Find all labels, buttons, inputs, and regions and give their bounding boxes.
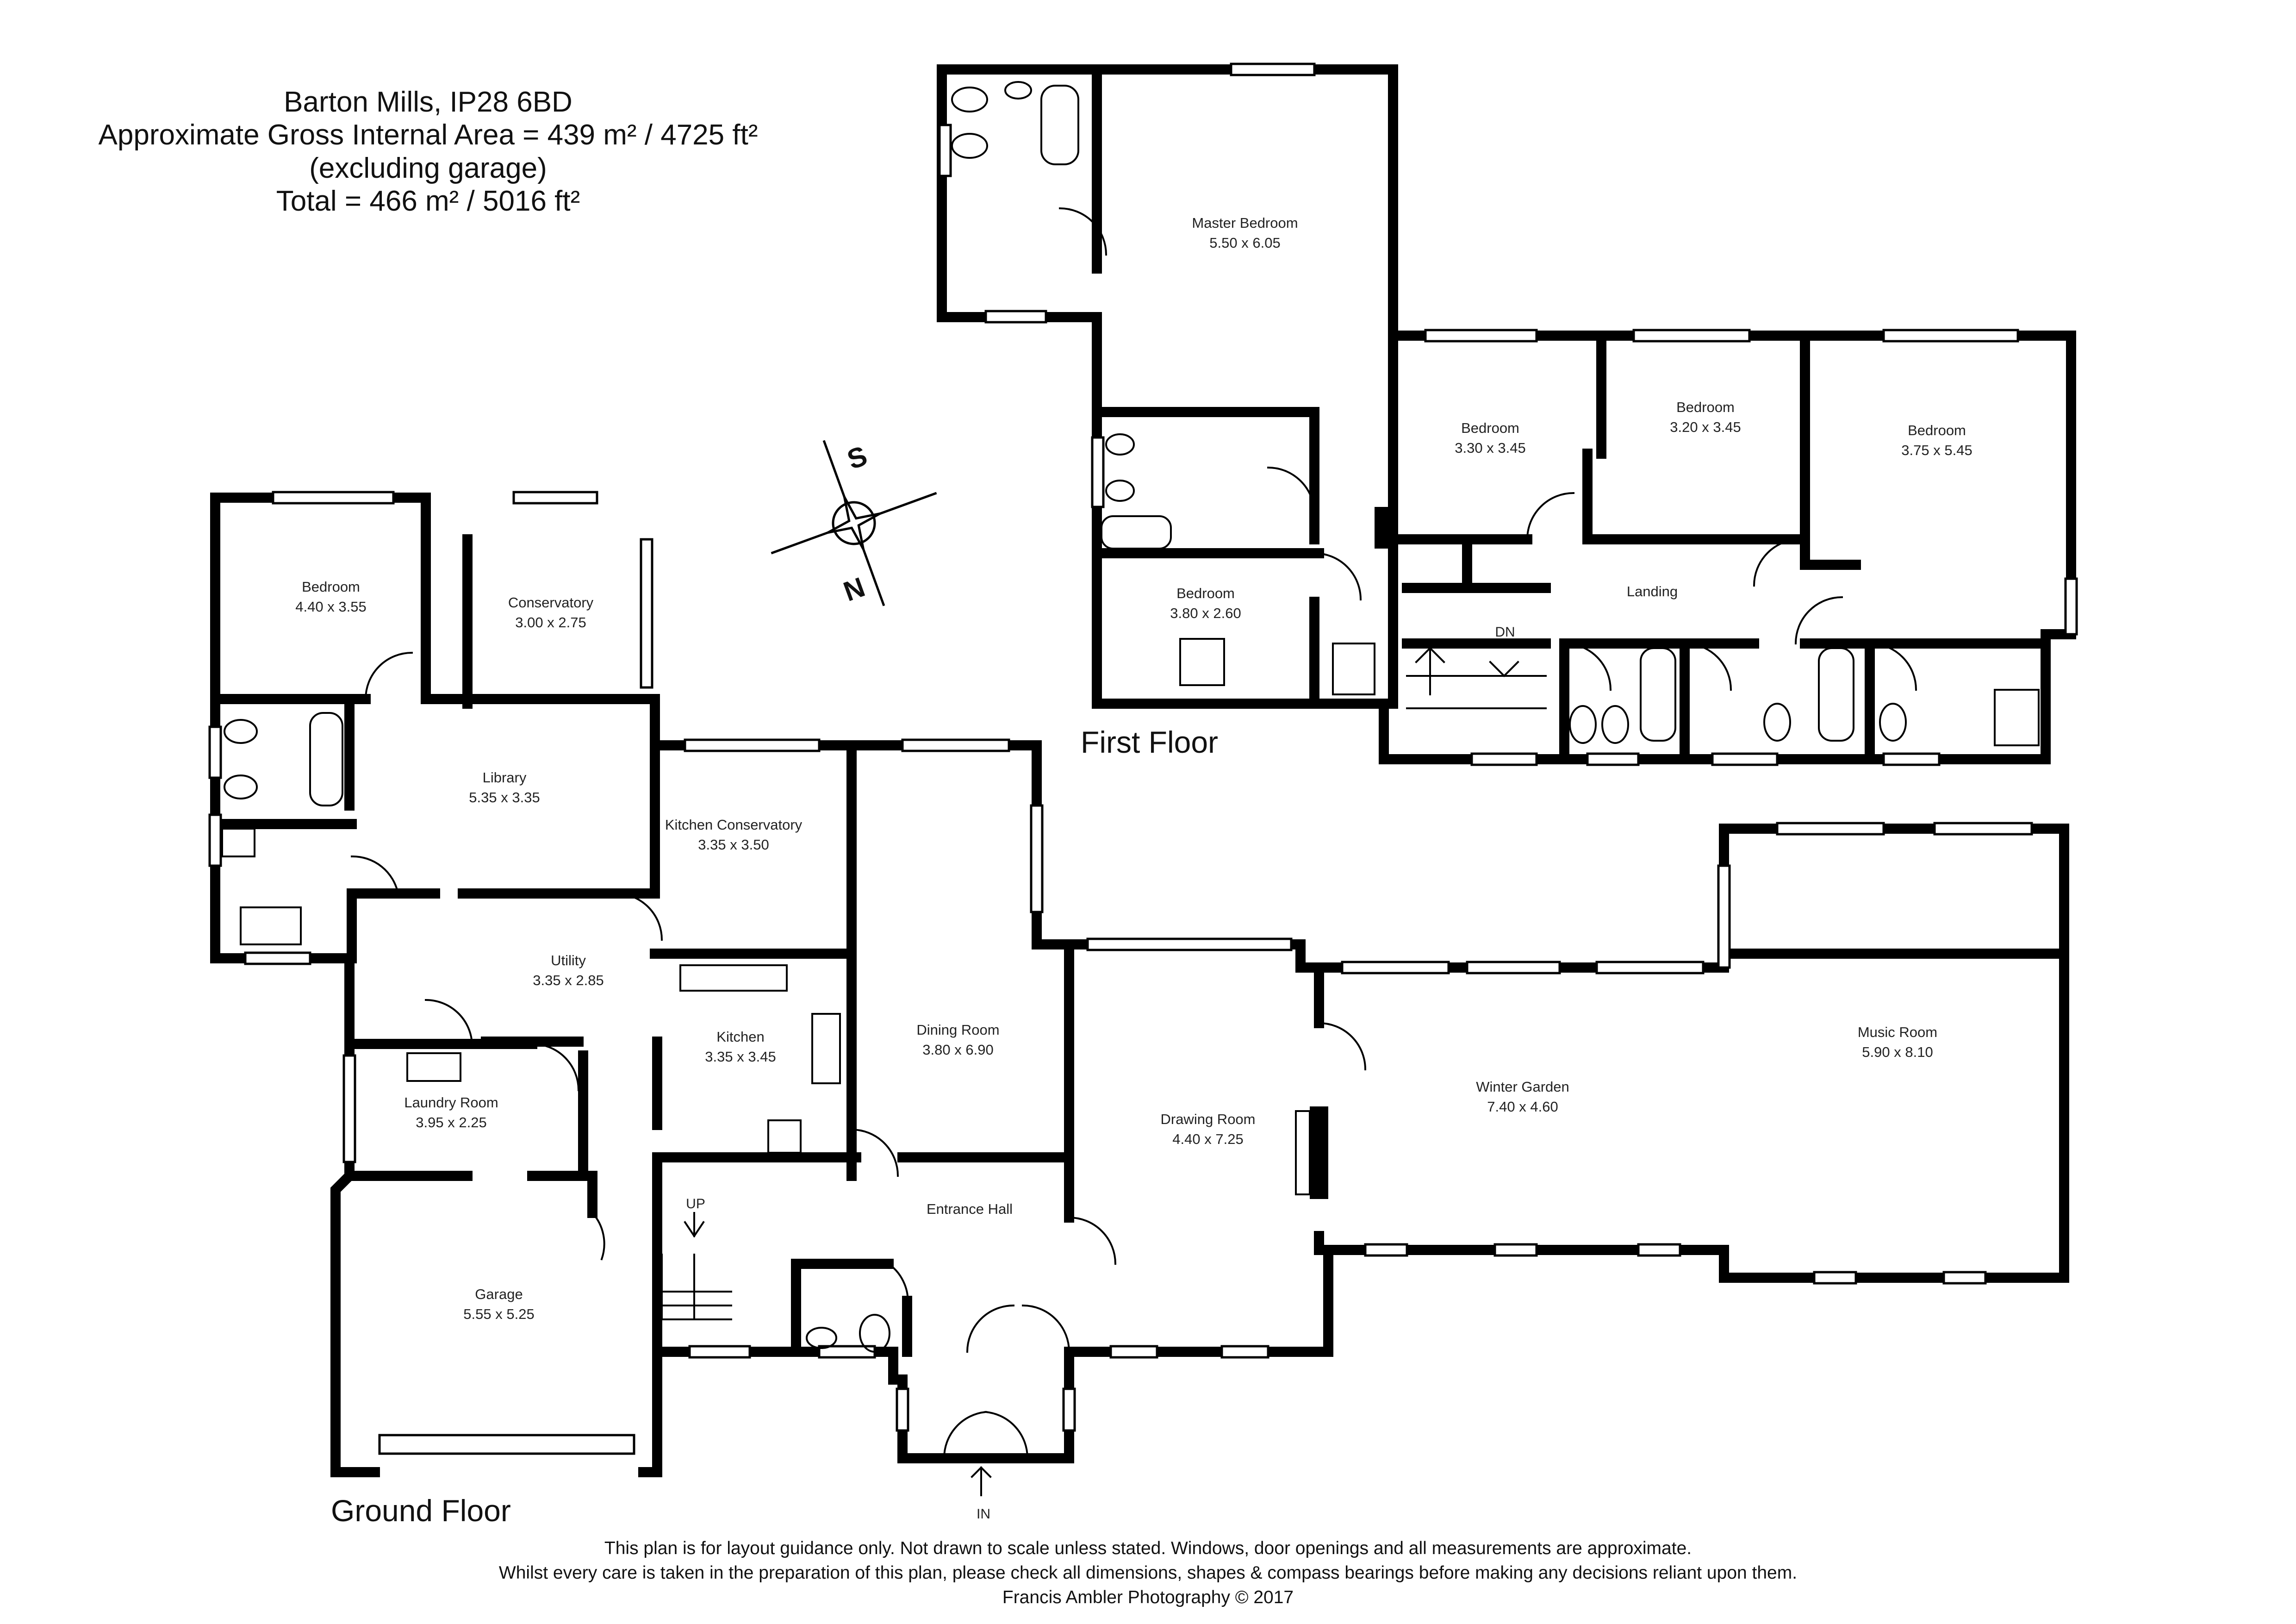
room-name: Conservatory — [508, 594, 594, 611]
room-name: Utility — [551, 952, 586, 968]
copyright: Francis Ambler Photography © 2017 — [1002, 1587, 1294, 1608]
stair-arrows — [684, 647, 1519, 1496]
chimney-ground — [1310, 1106, 1328, 1199]
room-name: Entrance Hall — [927, 1201, 1013, 1217]
first-floor-label: First Floor — [1081, 725, 1218, 759]
marker-up: UP — [686, 1196, 705, 1212]
compass-s: S — [843, 440, 871, 475]
room-dims: 3.00 x 2.75 — [515, 614, 586, 631]
room-name: Bedroom — [1908, 422, 1966, 438]
room-dims: 7.40 x 4.60 — [1487, 1099, 1558, 1115]
room-name: Library — [483, 769, 527, 786]
room-name: Bedroom — [302, 579, 360, 595]
room-name: Bedroom — [1676, 399, 1735, 415]
disclaimer-line-1: This plan is for layout guidance only. N… — [604, 1538, 1692, 1558]
room-name: Garage — [475, 1286, 523, 1302]
room-dims: 5.35 x 3.35 — [469, 789, 540, 806]
compass-n: N — [840, 571, 869, 607]
first-floor-rooms: Master Bedroom 5.50 x 6.05 Bedroom 3.30 … — [1170, 215, 1972, 640]
room-dims: 3.35 x 3.50 — [698, 837, 769, 853]
ground-floor-windows — [208, 491, 2033, 1455]
room-name: Kitchen Conservatory — [665, 817, 803, 833]
room-name: Drawing Room — [1160, 1111, 1255, 1127]
marker-in: IN — [977, 1506, 990, 1522]
room-dims: 3.80 x 6.90 — [922, 1042, 993, 1058]
compass-rose: S N — [771, 440, 937, 607]
room-dims: 5.90 x 8.10 — [1862, 1044, 1933, 1060]
room-name: Bedroom — [1461, 420, 1519, 436]
header: Barton Mills, IP28 6BD Approximate Gross… — [69, 86, 787, 218]
room-dims: 4.40 x 7.25 — [1172, 1131, 1243, 1147]
disclaimer-line-2: Whilst every care is taken in the prepar… — [498, 1563, 1798, 1583]
room-name: Dining Room — [916, 1022, 999, 1038]
area-line: Approximate Gross Internal Area = 439 m²… — [98, 119, 758, 151]
room-name: Bedroom — [1176, 585, 1235, 601]
address: Barton Mills, IP28 6BD — [284, 86, 572, 118]
room-name: Master Bedroom — [1192, 215, 1298, 231]
room-dims: 3.20 x 3.45 — [1670, 419, 1741, 435]
room-name: Kitchen — [716, 1029, 764, 1045]
room-name: Winter Garden — [1476, 1079, 1569, 1095]
marker-dn: DN — [1495, 625, 1515, 640]
chimney-first — [1375, 507, 1393, 549]
fixtures — [221, 81, 2040, 1353]
room-dims: 3.75 x 5.45 — [1901, 442, 1972, 458]
room-dims: 3.35 x 2.85 — [533, 972, 604, 988]
room-name: Landing — [1627, 583, 1678, 600]
excl-line: (excluding garage) — [309, 152, 547, 184]
room-dims: 5.55 x 5.25 — [463, 1306, 534, 1322]
room-dims: 3.30 x 3.45 — [1455, 440, 1525, 456]
ground-floor-rooms: Bedroom 4.40 x 3.55 Conservatory 3.00 x … — [295, 579, 1937, 1522]
disclaimer: This plan is for layout guidance only. N… — [0, 1536, 2296, 1610]
room-dims: 4.40 x 3.55 — [295, 599, 366, 615]
room-name: Laundry Room — [404, 1094, 498, 1111]
first-floor-windows — [938, 62, 2078, 766]
ground-floor-label: Ground Floor — [331, 1493, 511, 1528]
room-dims: 3.80 x 2.60 — [1170, 605, 1241, 621]
room-dims: 5.50 x 6.05 — [1209, 235, 1280, 251]
doors — [350, 207, 1917, 1460]
room-name: Music Room — [1858, 1024, 1937, 1040]
room-dims: 3.35 x 3.45 — [705, 1049, 776, 1065]
ground-floor-walls — [210, 493, 2069, 1477]
room-dims: 3.95 x 2.25 — [416, 1114, 486, 1131]
total-line: Total = 466 m² / 5016 ft² — [276, 185, 580, 217]
first-floor-walls — [937, 64, 2076, 764]
